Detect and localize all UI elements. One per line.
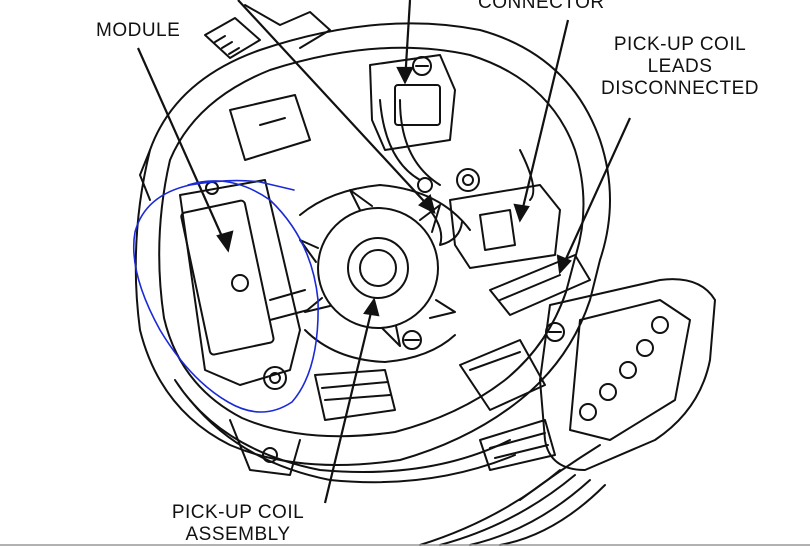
label-pickup-assembly-line1: PICK-UP COIL — [171, 502, 305, 523]
base-ring — [174, 379, 511, 473]
bottom-left-ear — [229, 419, 301, 476]
assembly-arrow — [323, 299, 376, 504]
leads-arrow — [558, 117, 632, 273]
label-pickup-assembly: PICK-UP COIL ASSEMBLY — [140, 502, 336, 546]
pickup-connector — [429, 184, 591, 316]
label-pickup-leads: PICK-UP COIL LEADS DISCONNECTED — [580, 34, 780, 100]
label-connector: CONNECTOR — [478, 0, 605, 13]
connector-arrow — [518, 19, 570, 221]
label-pickup-assembly-line2: ASSEMBLY — [185, 524, 291, 545]
label-pickup-leads-line2: LEADS — [647, 56, 713, 77]
left-mount — [139, 149, 151, 201]
annotation-circle — [132, 179, 319, 413]
pickup-coil-housing — [314, 339, 546, 421]
housing-outline — [134, 22, 611, 466]
top-clip — [204, 17, 261, 59]
cables — [419, 444, 606, 546]
module-arrow — [136, 47, 230, 251]
label-pickup-leads-line1: PICK-UP COIL — [613, 34, 747, 55]
top-arrow-left — [237, 0, 435, 213]
leader-arrows — [136, 0, 632, 504]
label-pickup-leads-line3: DISCONNECTED — [600, 78, 759, 99]
top-connector — [369, 54, 456, 151]
label-module: MODULE — [96, 20, 181, 41]
module-body — [179, 179, 309, 390]
upper-bracket — [229, 94, 311, 161]
wiring-plug — [479, 278, 716, 471]
central-shaft — [299, 184, 471, 363]
